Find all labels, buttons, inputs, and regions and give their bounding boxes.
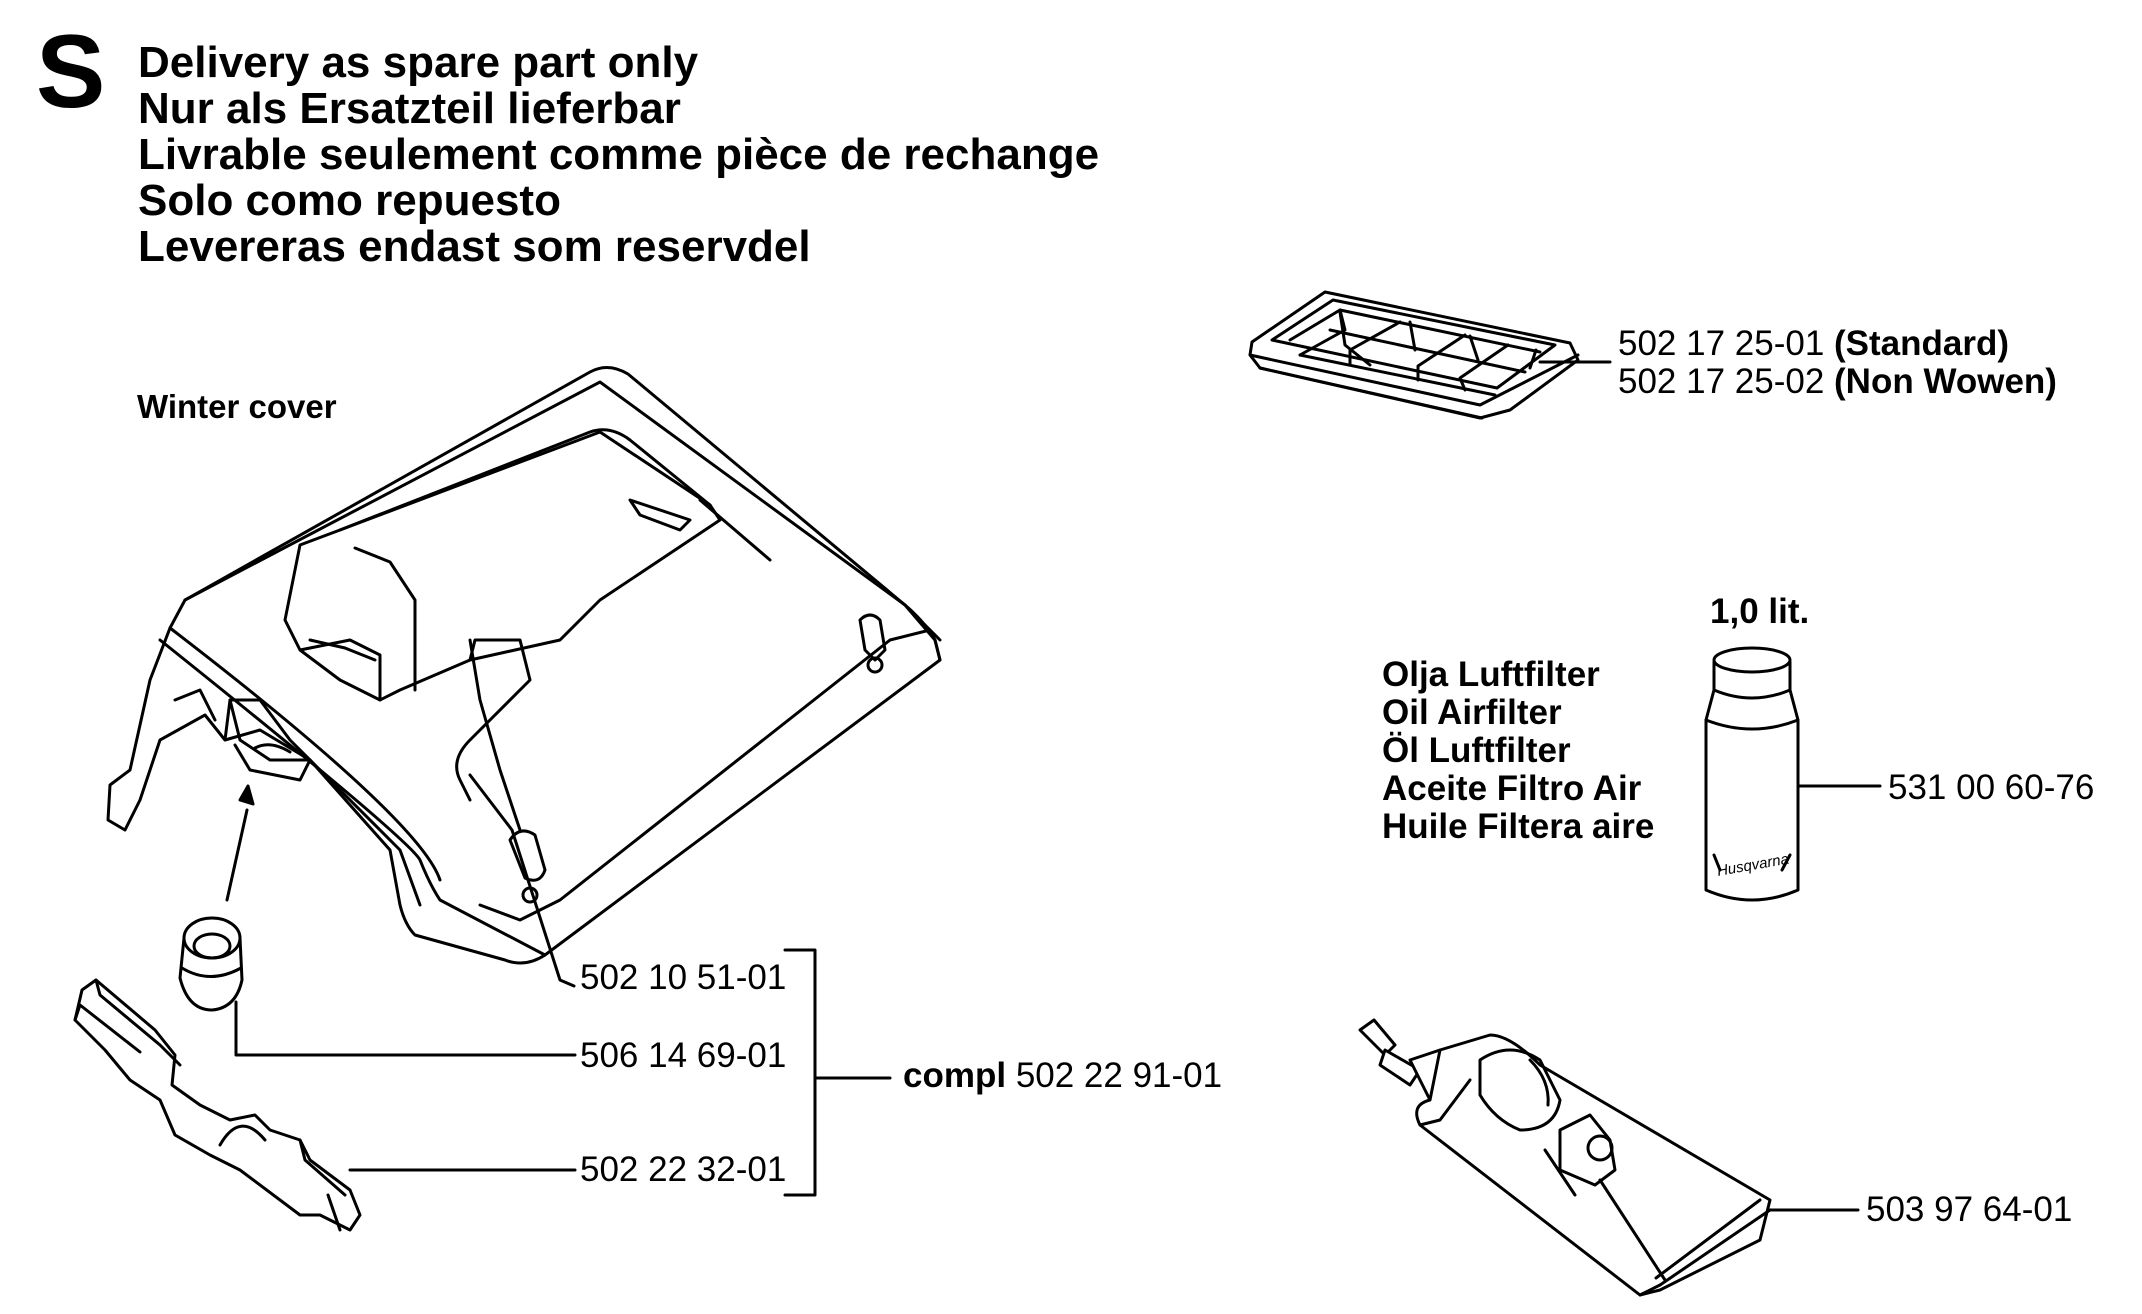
header-line-en: Delivery as spare part only: [138, 38, 699, 87]
oil-names: Olja Luftfilter Oil Airfilter Öl Luftfil…: [1382, 656, 1654, 846]
oil-brand-label: Husqvarna: [1716, 851, 1790, 880]
compl-label: compl: [903, 1056, 1007, 1095]
header-lines: Delivery as spare part only Nur als Ersa…: [138, 40, 1099, 270]
compl-number: 502 22 91-01: [1015, 1056, 1223, 1095]
oil-name-es: Aceite Filtro Air: [1382, 769, 1642, 808]
compl-part-number: compl 502 22 91-01: [903, 1056, 1222, 1096]
air-filter-note-standard: (Standard): [1834, 324, 2010, 363]
air-filter-part-standard: 502 17 25-01 (Standard): [1618, 324, 2009, 364]
leader-grommet: [234, 1000, 577, 1057]
header-line-fr: Livrable seulement comme pièce de rechan…: [138, 130, 1100, 179]
oil-part-number: 531 00 60-76: [1888, 768, 2095, 807]
arrow-line: [225, 808, 249, 902]
part-number-grommet: 506 14 69-01: [580, 1036, 787, 1075]
grease-part-number: 503 97 64-01: [1866, 1190, 2073, 1229]
oil-volume: 1,0 lit.: [1710, 592, 1810, 631]
grease-tube-drawing: [1358, 1018, 1772, 1297]
compl-bracket: [783, 948, 817, 1197]
air-filter-number-standard: 502 17 25-01: [1618, 324, 1825, 363]
winter-cover-drawing: [106, 366, 942, 965]
part-number-plate: 502 22 32-01: [580, 1150, 787, 1189]
oil-name-en: Oil Airfilter: [1382, 693, 1562, 732]
oil-bottle-drawing: [1704, 646, 1800, 902]
grommet-drawing: [178, 916, 244, 1012]
oil-name-de: Öl Luftfilter: [1382, 731, 1571, 770]
header-line-es: Solo como repuesto: [138, 176, 561, 225]
header-line-sv: Levereras endast som reservdel: [138, 222, 811, 271]
oil-name-fr: Huile Filtera aire: [1382, 807, 1655, 846]
leader-cover: [468, 773, 576, 988]
air-filter-part-nonwoven: 502 17 25-02 (Non Wowen): [1618, 362, 2057, 402]
air-filter-number-nonwoven: 502 17 25-02: [1618, 362, 1825, 401]
oil-name-sv: Olja Luftfilter: [1382, 655, 1600, 694]
spare-part-symbol: S: [36, 14, 106, 130]
slide-plate-drawing: [73, 978, 362, 1232]
air-filter-note-nonwoven: (Non Wowen): [1834, 362, 2057, 401]
winter-cover-title: Winter cover: [137, 388, 337, 425]
part-number-cover: 502 10 51-01: [580, 958, 787, 997]
arrow-head: [238, 784, 255, 806]
header-line-de: Nur als Ersatzteil lieferbar: [138, 84, 681, 133]
air-filter-drawing: [1248, 290, 1580, 420]
